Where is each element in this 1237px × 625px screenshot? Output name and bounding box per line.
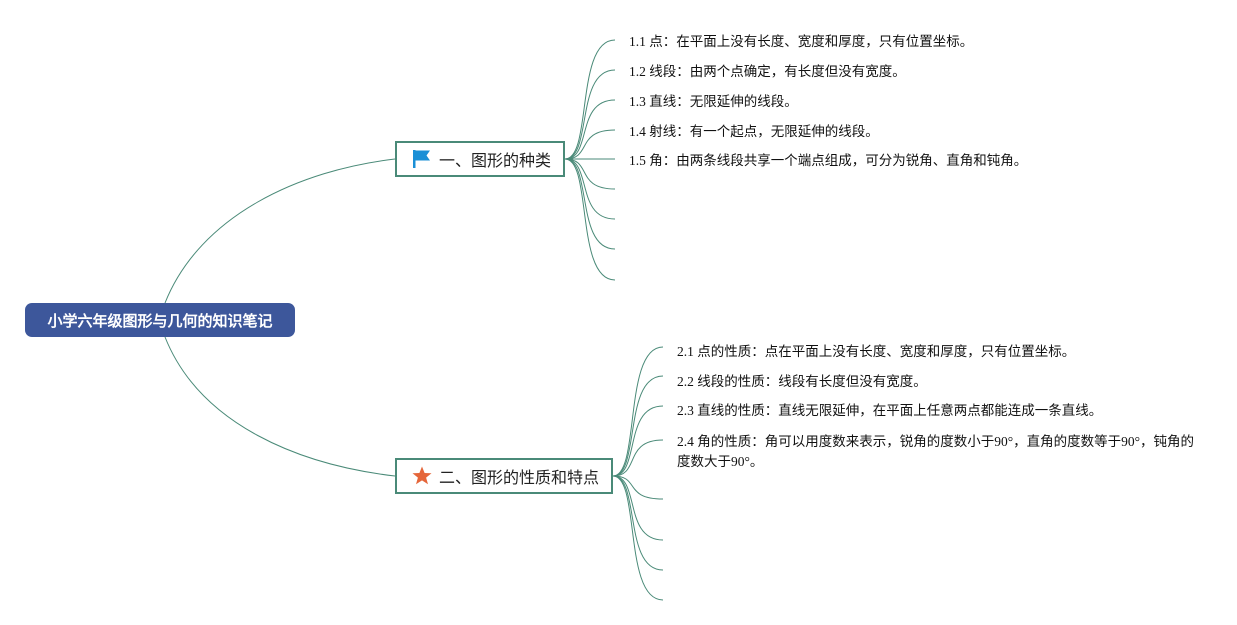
leaf-connector [564, 39, 616, 160]
branch-topic-types-label: 一、图形的种类 [439, 151, 552, 170]
root-to-branch-2-connector [164, 336, 396, 477]
leaf-topic-label: 1.4 射线：有一个起点，无限延伸的线段。 [629, 124, 879, 139]
leaf-topic-label: 2.1 点的性质：点在平面上没有长度、宽度和厚度，只有位置坐标。 [677, 344, 1076, 359]
leaf-topic-label: 2.3 直线的性质：直线无限延伸，在平面上任意两点都能连成一条直线。 [677, 403, 1103, 418]
root-topic-label: 小学六年级图形与几何的知识笔记 [47, 311, 273, 330]
leaf-topic-label: 1.5 角：由两条线段共享一个端点组成，可分为锐角、直角和钝角。 [629, 153, 1028, 168]
leaf-topic-2-2[interactable]: 2.2 线段的性质：线段有长度但没有宽度。 [677, 372, 927, 392]
leaf-topic-1-3[interactable]: 1.3 直线：无限延伸的线段。 [629, 92, 798, 112]
leaf-connector [564, 158, 616, 250]
leaf-topic-2-4[interactable]: 2.4 角的性质：角可以用度数来表示，锐角的度数小于90°，直角的度数等于90°… [677, 432, 1197, 472]
leaf-connector [612, 439, 664, 477]
branch-topic-properties[interactable]: 二、图形的性质和特点 [395, 458, 613, 494]
leaf-topic-label: 2.2 线段的性质：线段有长度但没有宽度。 [677, 374, 927, 389]
leaf-connector [564, 69, 616, 160]
leaf-connector [612, 475, 664, 601]
leaf-connector [612, 405, 664, 477]
branch-topic-properties-label: 二、图形的性质和特点 [439, 468, 600, 487]
leaf-topic-2-1[interactable]: 2.1 点的性质：点在平面上没有长度、宽度和厚度，只有位置坐标。 [677, 342, 1075, 362]
leaf-topic-label: 2.4 角的性质：角可以用度数来表示，锐角的度数小于90°，直角的度数等于90°… [677, 434, 1195, 469]
root-to-branch-1-connector [164, 158, 396, 304]
leaf-topic-label: 1.2 线段：由两个点确定，有长度但没有宽度。 [629, 64, 906, 79]
root-topic[interactable]: 小学六年级图形与几何的知识笔记 [25, 303, 295, 337]
leaf-topic-label: 1.3 直线：无限延伸的线段。 [629, 94, 798, 109]
branch-2-leaf-connectors [612, 346, 664, 601]
branch-topic-types[interactable]: 一、图形的种类 [395, 141, 565, 177]
leaf-topic-label: 1.1 点：在平面上没有长度、宽度和厚度，只有位置坐标。 [629, 34, 974, 49]
leaf-connector [564, 129, 616, 160]
leaf-topic-1-2[interactable]: 1.2 线段：由两个点确定，有长度但没有宽度。 [629, 62, 906, 82]
flag-icon [411, 148, 433, 170]
leaf-connector [612, 375, 664, 477]
leaf-topic-2-3[interactable]: 2.3 直线的性质：直线无限延伸，在平面上任意两点都能连成一条直线。 [677, 401, 1102, 421]
leaf-topic-1-1[interactable]: 1.1 点：在平面上没有长度、宽度和厚度，只有位置坐标。 [629, 32, 973, 52]
leaf-connector [612, 475, 664, 541]
leaf-connector [564, 158, 616, 220]
branch-1-leaf-connectors [564, 39, 616, 281]
leaf-topic-1-5[interactable]: 1.5 角：由两条线段共享一个端点组成，可分为锐角、直角和钝角。 [629, 151, 1027, 171]
leaf-connector [564, 99, 616, 160]
leaf-connector [612, 475, 664, 500]
leaf-topic-1-4[interactable]: 1.4 射线：有一个起点，无限延伸的线段。 [629, 122, 879, 142]
star-icon [411, 465, 433, 487]
leaf-connector [564, 158, 616, 281]
leaf-connector [612, 346, 664, 477]
leaf-connector [564, 158, 616, 190]
